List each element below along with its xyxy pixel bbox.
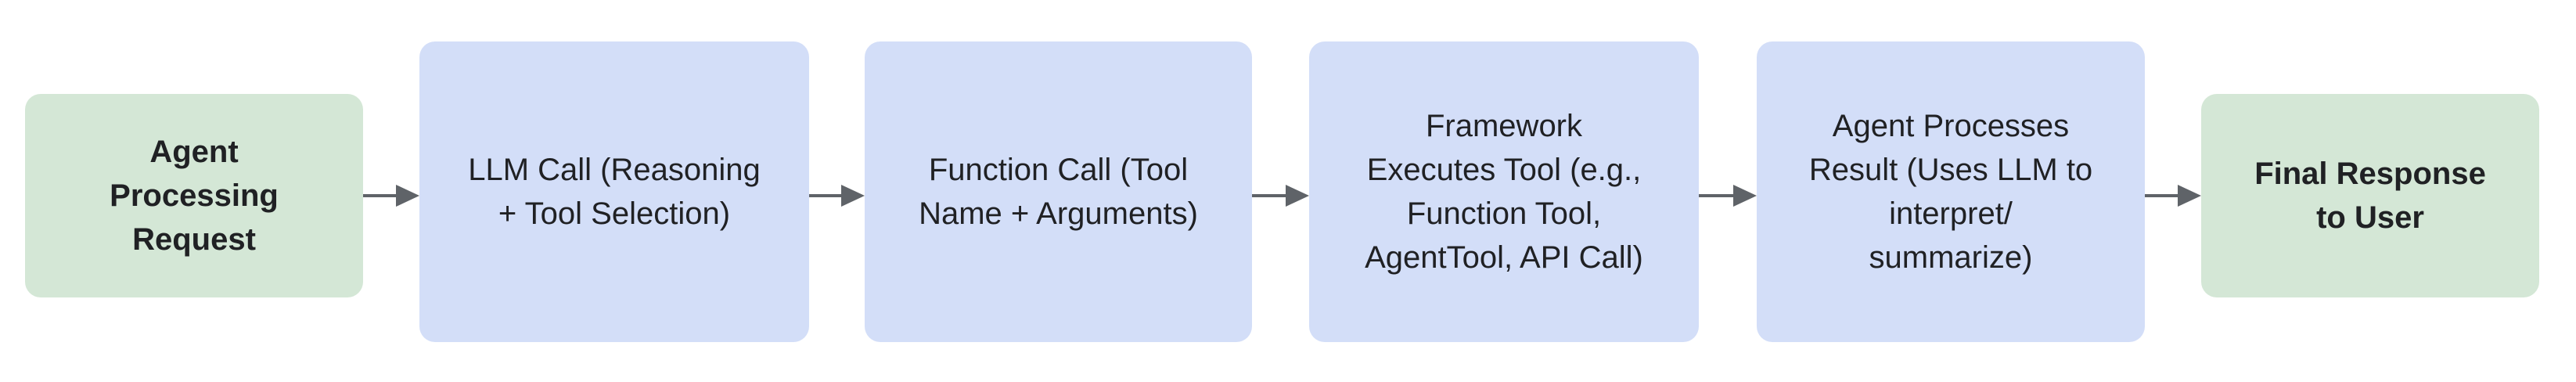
node-label: Agent Processes Result (Uses LLM to inte…: [1808, 109, 2093, 275]
node-agent-processing-request: Agent Processing Request: [25, 94, 363, 297]
node-llm-call: LLM Call (Reasoning + Tool Selection): [419, 41, 809, 342]
arrow-head-icon: [841, 185, 865, 207]
node-label: LLM Call (Reasoning + Tool Selection): [468, 153, 761, 231]
arrow-shaft: [363, 194, 396, 197]
arrow-head-icon: [396, 185, 419, 207]
arrow-head-icon: [2178, 185, 2201, 207]
node-label: Final Response to User: [2254, 157, 2486, 235]
arrow-shaft: [2145, 194, 2178, 197]
node-framework-executes-tool: Framework Executes Tool (e.g., Function …: [1309, 41, 1699, 342]
flow-arrow: [2145, 185, 2201, 207]
flow-arrow: [1252, 185, 1309, 207]
flow-arrow: [809, 185, 865, 207]
arrow-head-icon: [1286, 185, 1309, 207]
node-label: Agent Processing Request: [110, 135, 279, 257]
arrow-head-icon: [1733, 185, 1757, 207]
node-function-call: Function Call (Tool Name + Arguments): [865, 41, 1252, 342]
node-agent-processes-result: Agent Processes Result (Uses LLM to inte…: [1757, 41, 2145, 342]
node-final-response-to-user: Final Response to User: [2201, 94, 2539, 297]
arrow-shaft: [809, 194, 841, 197]
node-label: Function Call (Tool Name + Arguments): [919, 153, 1198, 231]
node-label: Framework Executes Tool (e.g., Function …: [1365, 109, 1643, 275]
flow-arrow: [363, 185, 419, 207]
flow-arrow: [1699, 185, 1757, 207]
arrow-shaft: [1252, 194, 1286, 197]
arrow-shaft: [1699, 194, 1733, 197]
